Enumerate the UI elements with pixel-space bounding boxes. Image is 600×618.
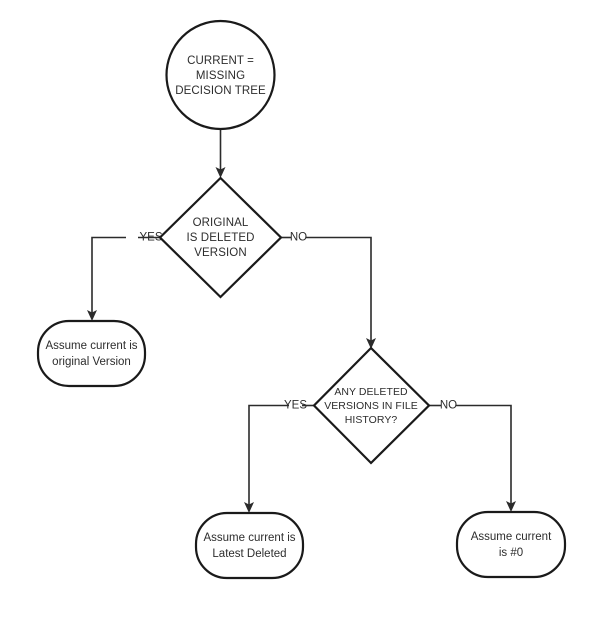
node-start-line2: MISSING [196,70,245,82]
node-outcome2-line1: Assume current is [203,532,295,544]
node-outcome3-line2: is #0 [499,547,523,559]
edge-decision1-yes: YES [87,232,163,321]
terminal-shape [36,319,147,388]
node-outcome-original-version[interactable]: Assume current is original Version [36,319,147,388]
node-start[interactable]: CURRENT = MISSING DECISION TREE [165,19,276,131]
edge-start-to-decision1 [215,129,226,178]
circle-shape [165,19,276,131]
diamond-shape [312,346,431,465]
arrowhead-icon [244,502,254,513]
node-outcome1-line2: original Version [52,356,131,368]
diamond-shape [158,176,283,299]
terminal-shape [194,511,305,580]
edge-label-no: NO [290,232,307,244]
terminal-shape [455,510,567,579]
node-decision2-line1: ANY DELETED [334,386,408,398]
node-decision1-line1: ORIGINAL [193,217,249,229]
edge-line-seg2 [248,404,289,505]
arrowhead-icon [87,310,97,321]
edge-label-yes: YES [139,232,162,244]
node-outcome-number-zero[interactable]: Assume current is #0 [455,510,567,579]
edge-line-seg2 [306,236,372,341]
node-decision-original-is-deleted-version[interactable]: ORIGINAL IS DELETED VERSION [158,176,283,299]
node-decision-any-deleted-versions-in-file-history[interactable]: ANY DELETED VERSIONS IN FILE HISTORY? [312,346,431,465]
node-outcome2-line2: Latest Deleted [212,548,286,560]
node-outcome1-line1: Assume current is [45,340,137,352]
node-decision1-line3: VERSION [194,247,246,259]
arrowhead-icon [215,167,226,178]
edge-label-yes: YES [284,400,307,412]
node-start-line1: CURRENT = [187,55,254,67]
arrowhead-icon [506,501,516,512]
edge-line-seg2 [456,404,512,504]
node-decision2-line3: HISTORY? [345,414,398,426]
arrowhead-icon [366,338,376,349]
node-decision1-line2: IS DELETED [186,232,254,244]
edge-decision2-no: NO [429,400,516,512]
edge-label-no: NO [440,400,457,412]
node-decision2-line2: VERSIONS IN FILE [324,400,418,412]
node-outcome-latest-deleted[interactable]: Assume current is Latest Deleted [194,511,305,580]
edge-decision2-yes: YES [244,400,314,513]
edge-line-seg2 [91,236,126,313]
edge-decision1-no: NO [281,232,376,349]
node-start-line3: DECISION TREE [175,85,266,97]
node-outcome3-line1: Assume current [471,531,552,543]
